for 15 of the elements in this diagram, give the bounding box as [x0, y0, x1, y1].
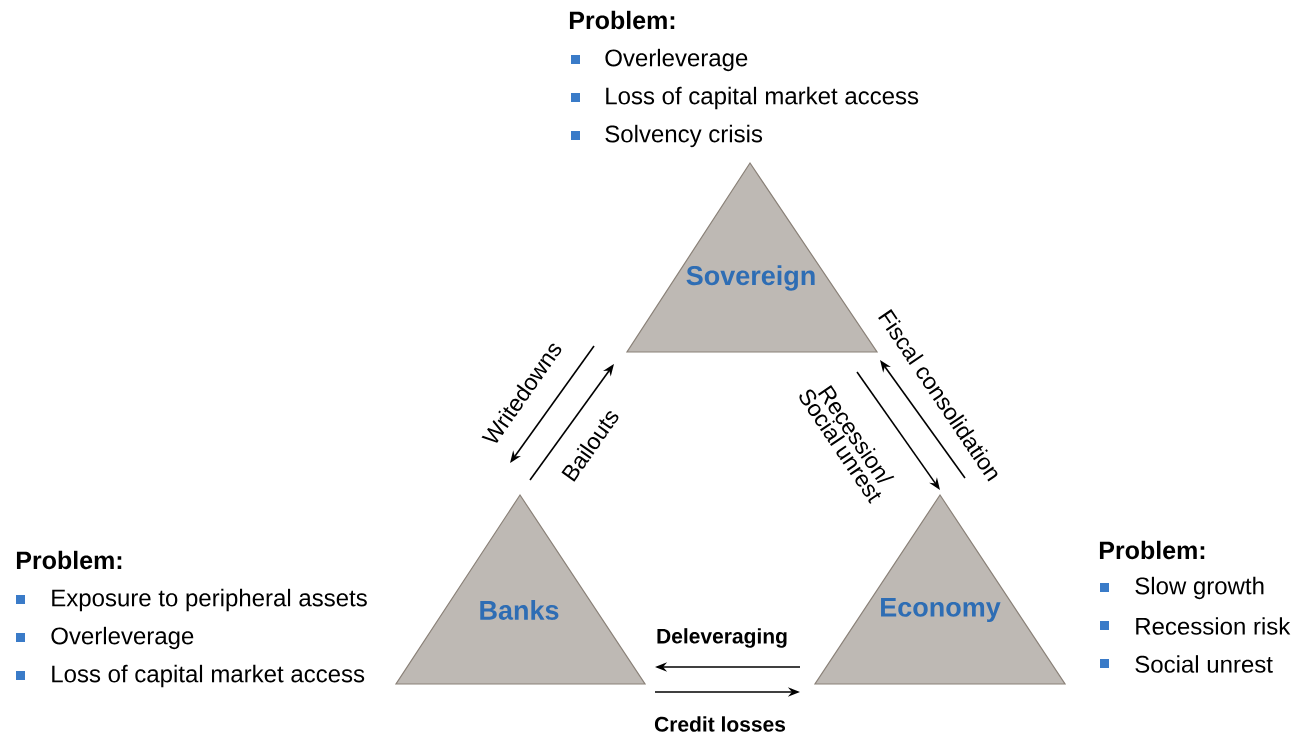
arrow	[529, 364, 614, 481]
bullet-item: Social unrest	[1100, 655, 1273, 673]
bullet-item: Solvency crisis	[571, 124, 763, 148]
problem-heading: Problem:	[16, 550, 122, 570]
bullet-item: Loss of capital market access	[16, 664, 365, 688]
problem-heading: Problem:	[569, 10, 675, 30]
bullet-item: Loss of capital market access	[571, 86, 919, 110]
bullet-item: Overleverage	[16, 626, 194, 650]
bullet-item: Exposure to peripheral assets	[16, 588, 367, 612]
edge-label: Credit losses	[654, 716, 786, 732]
bullet-item: Overleverage	[571, 48, 748, 72]
bullet-item: Slow growth	[1100, 576, 1264, 600]
edge-label: Deleveraging	[657, 628, 787, 648]
problem-heading: Problem:	[1099, 540, 1205, 560]
bullet-item: Recession risk	[1100, 617, 1291, 635]
